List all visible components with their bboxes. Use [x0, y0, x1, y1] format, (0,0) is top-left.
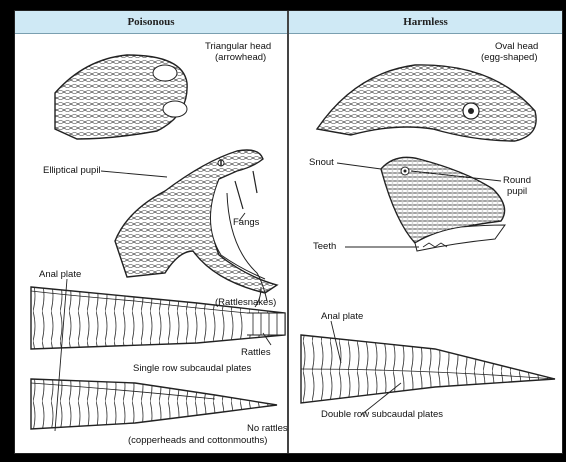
elliptical-pupil-label: Elliptical pupil: [43, 165, 101, 176]
single-row-label: Single row subcaudal plates: [133, 363, 251, 374]
double-row-label: Double row subcaudal plates: [321, 409, 443, 420]
snake-illustrations: [15, 11, 562, 453]
harmless-open-mouth-drawing: [381, 157, 505, 251]
anal-plate-label-harmless: Anal plate: [321, 311, 363, 322]
arrowhead-label: (arrowhead): [215, 52, 266, 63]
snout-label: Snout: [309, 157, 334, 168]
copperhead-tail-drawing: [31, 379, 277, 429]
oval-head-label: Oval head: [495, 41, 538, 52]
rattles-label: Rattles: [241, 347, 271, 358]
teeth-label: Teeth: [313, 241, 336, 252]
diagram-panel: Poisonous Harmless: [14, 10, 563, 454]
no-rattles-label: No rattles: [247, 423, 288, 434]
anal-plate-label-poisonous: Anal plate: [39, 269, 81, 280]
egg-shaped-label: (egg-shaped): [481, 52, 538, 63]
copperheads-label: (copperheads and cottonmouths): [128, 435, 267, 446]
oval-head-drawing: [317, 65, 536, 141]
fangs-label: Fangs: [233, 217, 259, 228]
triangular-head-drawing: [55, 55, 187, 139]
viper-open-mouth-drawing: [115, 150, 277, 307]
harmless-tail-drawing: [301, 335, 555, 403]
pupil-label: pupil: [507, 186, 527, 197]
round-label: Round: [503, 175, 531, 186]
rattlesnakes-label: (Rattlesnakes): [215, 297, 276, 308]
triangular-head-label: Triangular head: [205, 41, 271, 52]
